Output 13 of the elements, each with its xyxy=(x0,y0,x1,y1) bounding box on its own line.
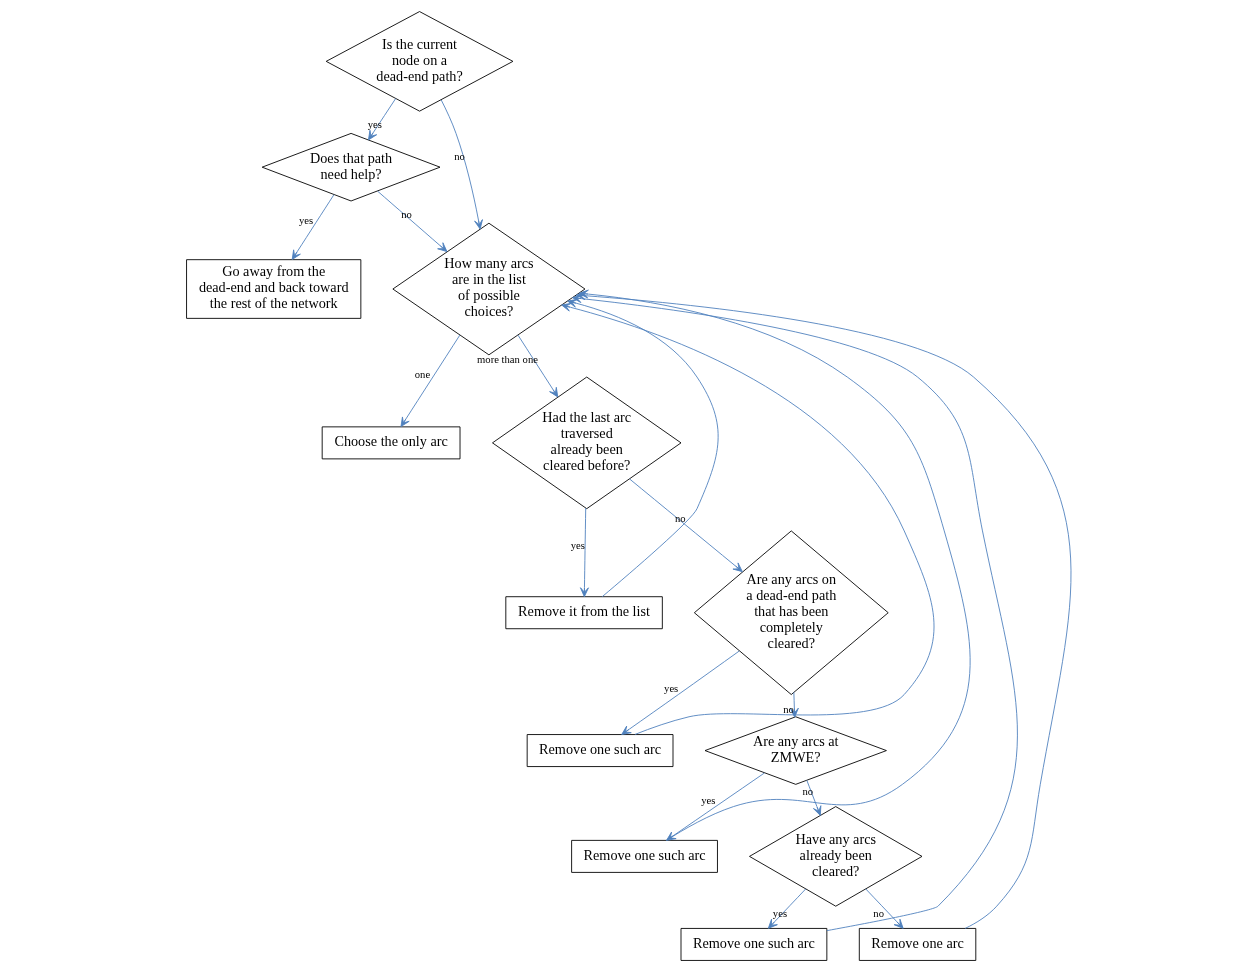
edge-label: no xyxy=(453,150,465,163)
edge-label: yes xyxy=(663,681,678,694)
edge-label: no xyxy=(674,512,686,525)
edge-label: one xyxy=(414,367,430,380)
edge-label: yes xyxy=(298,213,313,226)
edge-label: yes xyxy=(700,793,716,806)
edge-label: no xyxy=(400,208,412,221)
edge-label: yes xyxy=(367,117,382,130)
edge-label: no xyxy=(801,784,813,797)
edge-label: yes xyxy=(772,907,787,920)
edge-label: no xyxy=(872,907,884,920)
edge-label: no xyxy=(782,703,794,716)
edge-label: yes xyxy=(570,539,585,552)
